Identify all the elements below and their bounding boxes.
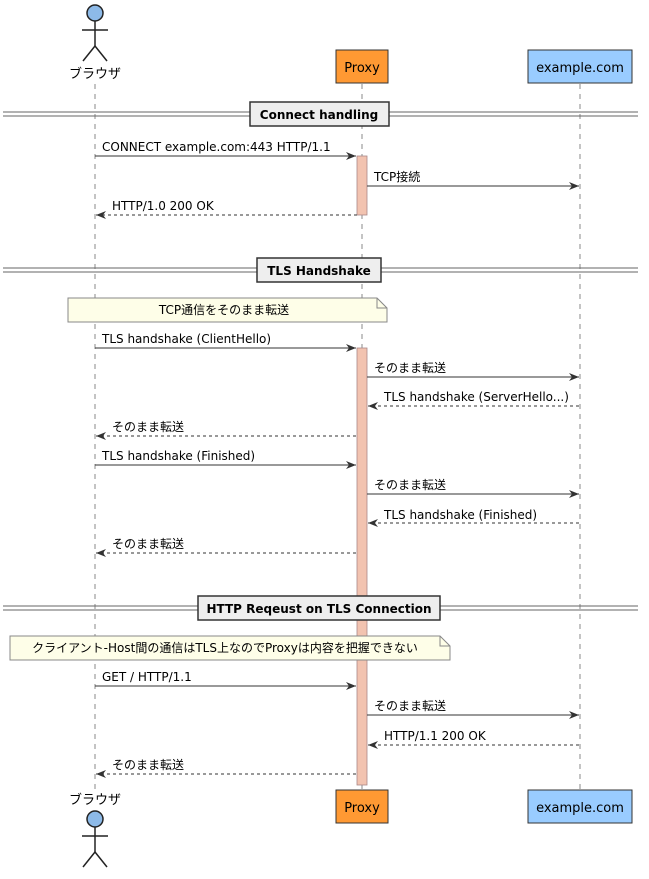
message-client-finished: TLS handshake (Finished) (95, 449, 356, 469)
proxy-participant-top: Proxy (335, 49, 389, 84)
note-text: クライアント-Host間の通信はTLS上なのでProxyは内容を把握できない (32, 640, 418, 655)
proxy-box (335, 49, 389, 84)
note-shape (9, 635, 451, 661)
message-label: そのまま転送 (374, 360, 446, 375)
message-forward-client-hello: そのまま転送 (367, 360, 579, 381)
proxy-participant-bottom: Proxy (335, 789, 389, 824)
message-server-finished: TLS handshake (Finished) (368, 508, 579, 527)
message-label: そのまま転送 (112, 536, 184, 551)
message-client-hello: TLS handshake (ClientHello) (95, 332, 356, 352)
message-label: TLS handshake (Finished) (383, 508, 537, 522)
server-participant-top: example.com (527, 49, 633, 84)
actor-right-leg (94, 45, 108, 62)
proxy-label-bottom: Proxy (344, 801, 380, 816)
message-forward-server-finished: そのまま転送 (96, 536, 356, 557)
proxy-box (335, 789, 389, 824)
message-label: GET / HTTP/1.1 (102, 670, 192, 684)
server-label-top: example.com (536, 61, 624, 76)
message-tcp-connect: TCP接続 (367, 169, 579, 190)
server-box (527, 49, 633, 84)
divider-box (256, 257, 382, 283)
browser-label-bottom: ブラウザ (69, 792, 121, 808)
message-label: HTTP/1.1 200 OK (384, 729, 487, 743)
message-label: そのまま転送 (374, 698, 446, 713)
message-connect: CONNECT example.com:443 HTTP/1.1 (95, 140, 356, 160)
message-label: TCP接続 (373, 169, 420, 184)
message-forward-client-finished: そのまま転送 (367, 477, 579, 498)
divider-tls-handshake: TLS Handshake (3, 257, 638, 283)
actor-left-leg (82, 851, 96, 868)
actor-left-leg (82, 45, 96, 62)
message-label: CONNECT example.com:443 HTTP/1.1 (102, 140, 331, 154)
server-box (527, 789, 633, 824)
divider-box (249, 101, 390, 127)
browser-actor-bottom: ブラウザ (69, 792, 121, 868)
proxy-label-top: Proxy (344, 61, 380, 76)
divider-box (197, 595, 441, 621)
divider-title: HTTP Reqeust on TLS Connection (206, 602, 431, 616)
note-text: TCP通信をそのまま転送 (158, 302, 289, 317)
note-shape (67, 297, 388, 323)
divider-title: Connect handling (260, 108, 378, 122)
actor-head (86, 4, 104, 22)
note-fold (439, 636, 450, 647)
message-label: そのまま転送 (112, 757, 184, 772)
message-http-200: HTTP/1.1 200 OK (368, 729, 579, 749)
note-fold (376, 298, 387, 309)
message-forward-get: そのまま転送 (367, 698, 579, 719)
message-label: そのまま転送 (112, 419, 184, 434)
message-server-hello: TLS handshake (ServerHello...) (368, 390, 579, 410)
proxy-activation-1 (356, 155, 368, 216)
note-tls-opaque: クライアント-Host間の通信はTLS上なのでProxyは内容を把握できない (9, 635, 451, 661)
message-forward-response: そのまま転送 (96, 757, 356, 778)
server-label-bottom: example.com (536, 801, 624, 816)
actor-right-leg (94, 851, 108, 868)
message-get-request: GET / HTTP/1.1 (95, 670, 356, 690)
divider-title: TLS Handshake (267, 264, 371, 278)
actor-head (86, 810, 104, 828)
divider-connect-handling: Connect handling (3, 101, 638, 127)
note-tcp-forwarding: TCP通信をそのまま転送 (67, 297, 388, 323)
browser-label-top: ブラウザ (69, 66, 121, 82)
proxy-activation-2 (356, 347, 368, 786)
server-participant-bottom: example.com (527, 789, 633, 824)
message-forward-server-hello: そのまま転送 (96, 419, 356, 440)
message-label: TLS handshake (Finished) (101, 449, 255, 463)
browser-actor-top: ブラウザ (69, 4, 121, 82)
message-200-ok: HTTP/1.0 200 OK (96, 199, 357, 219)
message-label: TLS handshake (ServerHello...) (383, 390, 569, 404)
message-label: HTTP/1.0 200 OK (112, 199, 215, 213)
message-label: TLS handshake (ClientHello) (101, 332, 271, 346)
message-label: そのまま転送 (374, 477, 446, 492)
divider-http-request: HTTP Reqeust on TLS Connection (3, 595, 638, 621)
